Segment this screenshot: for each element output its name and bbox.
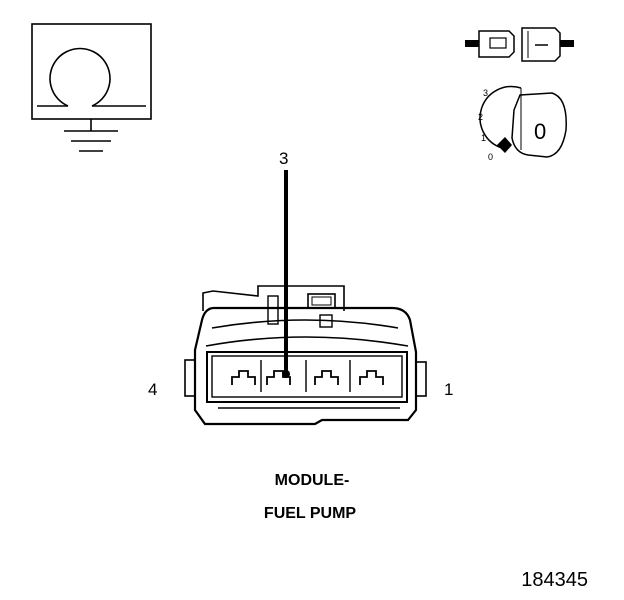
pin-label-3: 3 <box>279 149 288 168</box>
figure-number: 184345 <box>521 569 588 591</box>
key-glyph: 0 <box>534 119 546 144</box>
key-position-1: 1 <box>481 133 486 143</box>
ignition-key-icon: 3 2 1 0 0 <box>478 85 567 162</box>
key-position-2: 2 <box>478 112 483 122</box>
key-position-0: 0 <box>488 152 493 162</box>
pin-3-leader <box>282 170 290 378</box>
connector-plug-icon <box>465 27 574 62</box>
ground-ohm-icon <box>31 23 152 152</box>
component-name-line1: MODULE- <box>275 472 350 489</box>
key-position-3: 3 <box>483 88 488 98</box>
fuel-pump-connector <box>184 285 427 426</box>
component-name-line2: FUEL PUMP <box>264 505 356 522</box>
pin-label-4: 4 <box>148 380 157 399</box>
pin-label-1: 1 <box>444 380 453 399</box>
